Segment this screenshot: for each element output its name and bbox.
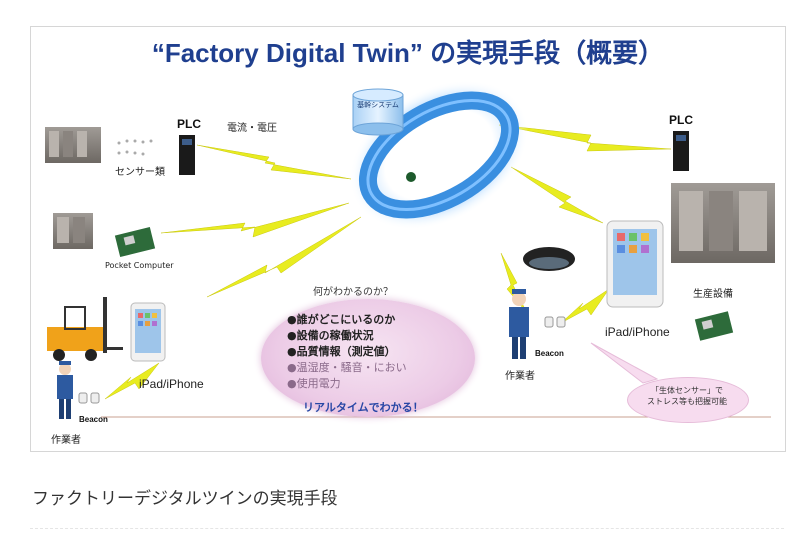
pocket-computer-icon [114, 226, 156, 258]
thingworx-logo-icon [406, 172, 416, 182]
equipment-label: 生産設備 [693, 289, 733, 300]
bubble-item-3: ●品質情報（測定値） [287, 345, 396, 358]
left-ipad-icon [130, 302, 166, 362]
bio-bubble-pointer [590, 342, 659, 384]
bolt-left-worker [104, 362, 160, 400]
right-plc-icon [673, 131, 689, 171]
diagram-artwork [45, 80, 775, 419]
bubble-item-1: ●誰がどこにいるのか [287, 313, 396, 326]
info-bubble [261, 299, 475, 417]
right-device-label: iPad/iPhone [605, 325, 670, 339]
bubble-question: 何がわかるのか？ [313, 287, 393, 298]
sensors-label: センサー類 [115, 167, 165, 178]
right-worker-icon [509, 289, 529, 359]
diagram-frame: “Factory Digital Twin” の実現手段（概要） [30, 26, 786, 452]
bolt-left-pocket [160, 202, 350, 238]
bio-sensor-text: 「生体センサー」で ストレス等も把握可能 [629, 385, 745, 407]
bio-sensor-line-2: ストレス等も把握可能 [647, 397, 727, 406]
right-ipad-icon [606, 220, 664, 308]
bolt-right-ipad [510, 166, 604, 224]
right-worker-label: 作業者 [505, 371, 535, 382]
left-worker-label: 作業者 [51, 435, 81, 446]
bolt-right-worker [560, 288, 610, 324]
left-beacon-label: Beacon [79, 415, 108, 424]
production-equipment-icon [671, 183, 775, 263]
right-plc-label: PLC [669, 113, 693, 127]
bolt-left-plc [196, 144, 352, 180]
bolt-left-ipad [206, 216, 362, 298]
left-beacon-icon [78, 392, 100, 404]
right-beacon-label: Beacon [535, 349, 564, 358]
bubble-item-2: ●設備の稼働状況 [287, 329, 374, 342]
left-machine-icon [45, 127, 101, 163]
bio-sensor-line-1: 「生体センサー」で [651, 386, 723, 395]
diagram-title: “Factory Digital Twin” の実現手段（概要） [151, 38, 665, 68]
divider [30, 528, 784, 529]
left-plc-label: PLC [177, 117, 201, 131]
bio-sensor-bubble [627, 377, 749, 423]
left-worker-icon [57, 361, 73, 419]
bubble-item-5: ●使用電力 [287, 377, 341, 390]
pocket-computer-label: Pocket Computer [105, 261, 174, 270]
right-beacon-icon [544, 316, 566, 328]
right-pocket-computer-icon [694, 311, 734, 341]
forklift-icon [47, 297, 123, 361]
mixed-reality-headset-icon [523, 247, 575, 271]
database-icon [352, 88, 404, 136]
database-label: 基幹システム [357, 101, 399, 109]
bubble-item-4: ●温湿度・騒音・におい [287, 361, 407, 374]
left-device-label: iPad/iPhone [139, 377, 204, 391]
bolt-right-plc [498, 124, 672, 152]
figure-caption: ファクトリーデジタルツインの実現手段 [32, 489, 338, 509]
left-machine2-icon [53, 213, 93, 249]
current-voltage-label: 電流・電圧 [227, 123, 277, 134]
sensors-icon [117, 139, 153, 156]
wireless-link-bolts [104, 124, 672, 400]
left-plc-icon [179, 135, 195, 175]
bubble-footer: リアルタイムでわかる！ [303, 401, 424, 414]
